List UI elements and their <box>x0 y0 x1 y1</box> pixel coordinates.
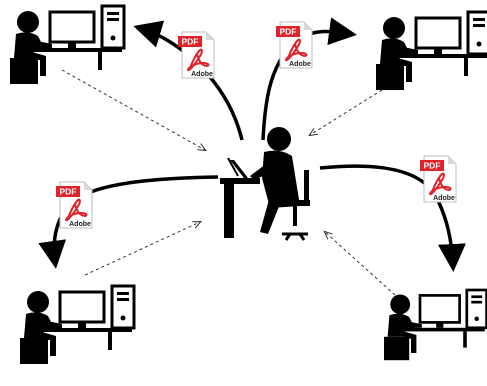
adobe-brand-text: Adobe <box>191 71 213 78</box>
pdf-document-top-right: PDF Adobe <box>276 21 313 69</box>
pdf-document-left: PDF Adobe <box>56 181 93 229</box>
client-workstation-bottom-left <box>18 284 136 366</box>
adobe-brand-text: Adobe <box>69 221 91 228</box>
central-sender-workstation <box>220 127 310 241</box>
pdf-badge-text: PDF <box>60 187 77 197</box>
dashed-return-arrow-top-left <box>61 69 205 150</box>
pdf-badge-text: PDF <box>424 161 441 171</box>
client-workstation-top-right <box>374 10 487 92</box>
client-workstation-bottom-right <box>382 288 487 362</box>
client-workstation-top-left <box>8 4 126 86</box>
adobe-brand-text: Adobe <box>289 61 311 68</box>
pdf-document-top-left: PDF Adobe <box>178 31 215 79</box>
pdf-document-right: PDF Adobe <box>420 155 457 203</box>
pdf-badge-text: PDF <box>280 27 297 37</box>
pdf-badge-text: PDF <box>182 37 199 47</box>
adobe-brand-text: Adobe <box>433 195 455 202</box>
dashed-return-arrow-top-right <box>310 89 383 135</box>
dashed-return-arrow-bottom-left <box>84 222 200 276</box>
dashed-return-arrow-bottom-right <box>325 232 396 296</box>
